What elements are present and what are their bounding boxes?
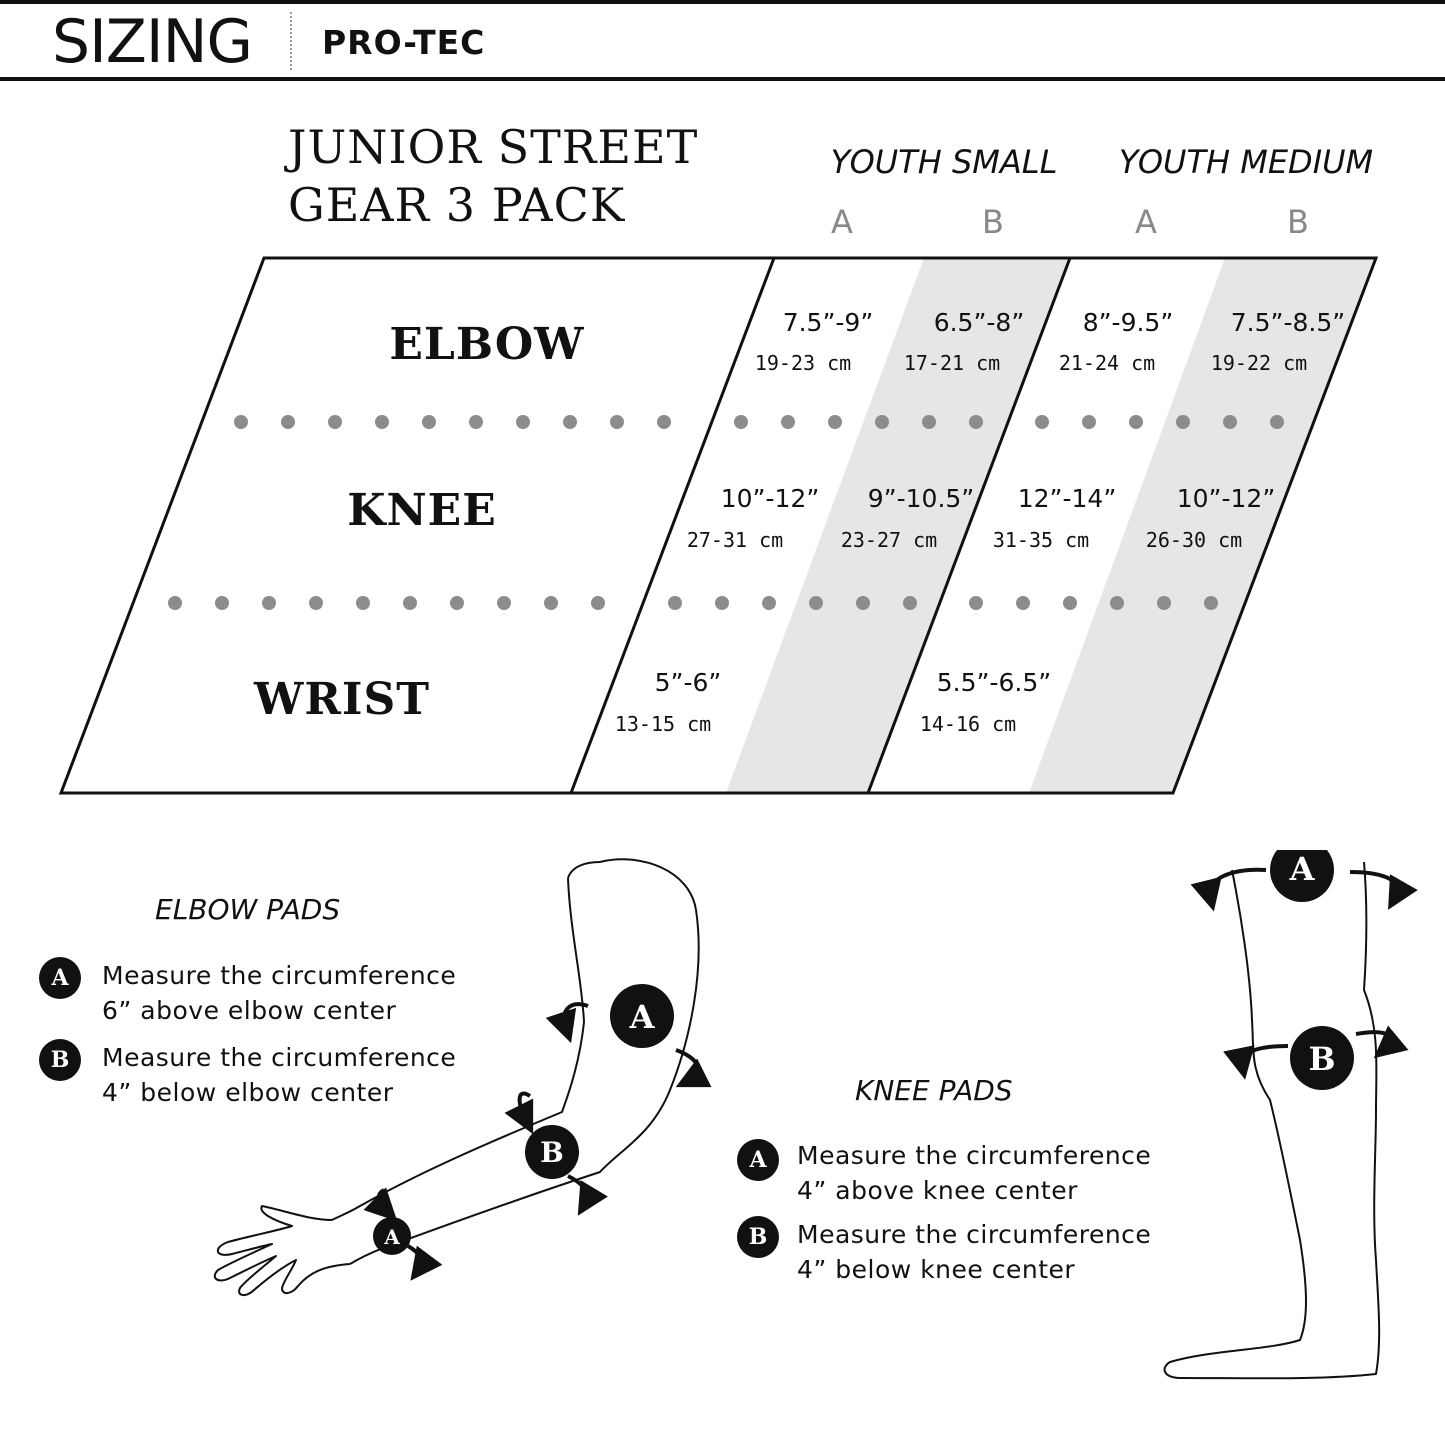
- wrist-marker-a-label: A: [383, 1225, 400, 1249]
- table-divider-label: [569, 257, 776, 794]
- knee-pads-instruction-b: Measure the circumference 4” below knee …: [797, 1217, 1151, 1287]
- arm-outline: [213, 858, 700, 1296]
- knee-pads-instruction-a-line1: Measure the circumference: [797, 1141, 1152, 1170]
- elbow-medium-b-inches: 7.5”-8.5”: [1230, 308, 1346, 337]
- knee-pads-title: KNEE PADS: [855, 1074, 1013, 1107]
- elbow-pads-instruction-a-line2: 6” above elbow center: [102, 996, 397, 1025]
- elbow-pads-title: ELBOW PADS: [155, 893, 341, 926]
- shade-band-medium-b: [1029, 258, 1376, 793]
- size-header-youth-small: YOUTH SMALL: [830, 143, 1058, 181]
- elbow-medium-a-cm: 21-24 cm: [1058, 351, 1156, 375]
- arm-rotation-arrows: [363, 1002, 712, 1281]
- elbow-pads-instruction-a-line1: Measure the circumference: [102, 961, 457, 990]
- row-divider-dots-1: [234, 415, 1284, 429]
- size-table-graphic: [58, 256, 1379, 795]
- elbow-pads-instruction-b-line2: 4” below elbow center: [102, 1078, 394, 1107]
- wrist-medium-cm: 14-16 cm: [919, 712, 1017, 736]
- size-header-youth-medium: YOUTH MEDIUM: [1118, 143, 1374, 181]
- product-title-line2: GEAR 3 PACK: [288, 178, 626, 232]
- leg-outline: [1163, 861, 1381, 1380]
- knee-small-b-inches: 9”-10.5”: [867, 484, 975, 513]
- knee-pads-badge-a: A: [737, 1139, 779, 1181]
- knee-medium-a-inches: 12”-14”: [1017, 484, 1117, 513]
- col-header-medium-b: B: [1287, 203, 1309, 241]
- table-divider-size: [866, 257, 1072, 794]
- elbow-medium-b-cm: 19-22 cm: [1210, 351, 1308, 375]
- knee-small-b-cm: 23-27 cm: [840, 528, 938, 552]
- leg-diagram: A B: [1163, 850, 1418, 1380]
- row-label-knee: KNEE: [347, 485, 497, 536]
- knee-pads-instruction-b-line2: 4” below knee center: [797, 1255, 1076, 1284]
- row-label-elbow: ELBOW: [389, 319, 585, 370]
- col-header-small-b: B: [982, 203, 1004, 241]
- elbow-small-a-cm: 19-23 cm: [754, 351, 852, 375]
- table-outline: [58, 256, 1379, 795]
- leg-marker-a: A: [1270, 850, 1334, 902]
- row-divider-dots-2: [168, 596, 1218, 610]
- wrist-marker-a: A: [373, 1217, 411, 1255]
- wrist-medium-inches: 5.5”-6.5”: [936, 668, 1052, 697]
- arm-marker-a-label: A: [629, 998, 656, 1036]
- wrist-small-cm: 13-15 cm: [614, 712, 712, 736]
- leg-marker-a-label: A: [1289, 850, 1316, 888]
- product-title: JUNIOR STREET GEAR 3 PACK: [288, 118, 698, 234]
- elbow-small-b-inches: 6.5”-8”: [933, 308, 1025, 337]
- arm-diagram: A B A: [213, 858, 712, 1296]
- wrist-small-inches: 5”-6”: [654, 668, 722, 697]
- header-top-rule: [0, 0, 1445, 4]
- page-title: SIZING: [52, 7, 253, 77]
- leg-rotation-arrows: [1190, 867, 1418, 1080]
- col-header-medium-a: A: [1135, 203, 1157, 241]
- elbow-small-a-inches: 7.5”-9”: [782, 308, 874, 337]
- elbow-pads-badge-b: B: [39, 1039, 81, 1081]
- elbow-pads-badge-a: A: [39, 957, 81, 999]
- col-header-small-a: A: [831, 203, 853, 241]
- knee-small-a-inches: 10”-12”: [720, 484, 820, 513]
- elbow-medium-a-inches: 8”-9.5”: [1082, 308, 1174, 337]
- elbow-pads-instruction-b: Measure the circumference 4” below elbow…: [102, 1040, 456, 1110]
- elbow-pads-instruction-b-line1: Measure the circumference: [102, 1043, 457, 1072]
- header-bottom-rule: [0, 77, 1445, 81]
- shade-band-small-b: [726, 258, 1070, 793]
- knee-pads-instruction-b-line1: Measure the circumference: [797, 1220, 1152, 1249]
- leg-marker-b-label: B: [1308, 1040, 1335, 1078]
- knee-pads-instruction-a: Measure the circumference 4” above knee …: [797, 1138, 1151, 1208]
- arm-marker-a: A: [610, 984, 674, 1048]
- knee-medium-a-cm: 31-35 cm: [992, 528, 1090, 552]
- arm-marker-b-label: B: [540, 1136, 564, 1169]
- product-title-line1: JUNIOR STREET: [288, 120, 699, 174]
- knee-small-a-cm: 27-31 cm: [686, 528, 784, 552]
- row-label-wrist: WRIST: [253, 674, 431, 725]
- elbow-pads-instruction-a: Measure the circumference 6” above elbow…: [102, 958, 456, 1028]
- brand-logo: PRO-TEC: [322, 23, 486, 62]
- arm-marker-b: B: [525, 1125, 579, 1179]
- knee-pads-badge-b: B: [737, 1216, 779, 1258]
- elbow-small-b-cm: 17-21 cm: [903, 351, 1001, 375]
- knee-pads-instruction-a-line2: 4” above knee center: [797, 1176, 1078, 1205]
- leg-marker-b: B: [1290, 1026, 1354, 1090]
- knee-medium-b-inches: 10”-12”: [1176, 484, 1276, 513]
- knee-medium-b-cm: 26-30 cm: [1145, 528, 1243, 552]
- header-separator: [290, 12, 292, 70]
